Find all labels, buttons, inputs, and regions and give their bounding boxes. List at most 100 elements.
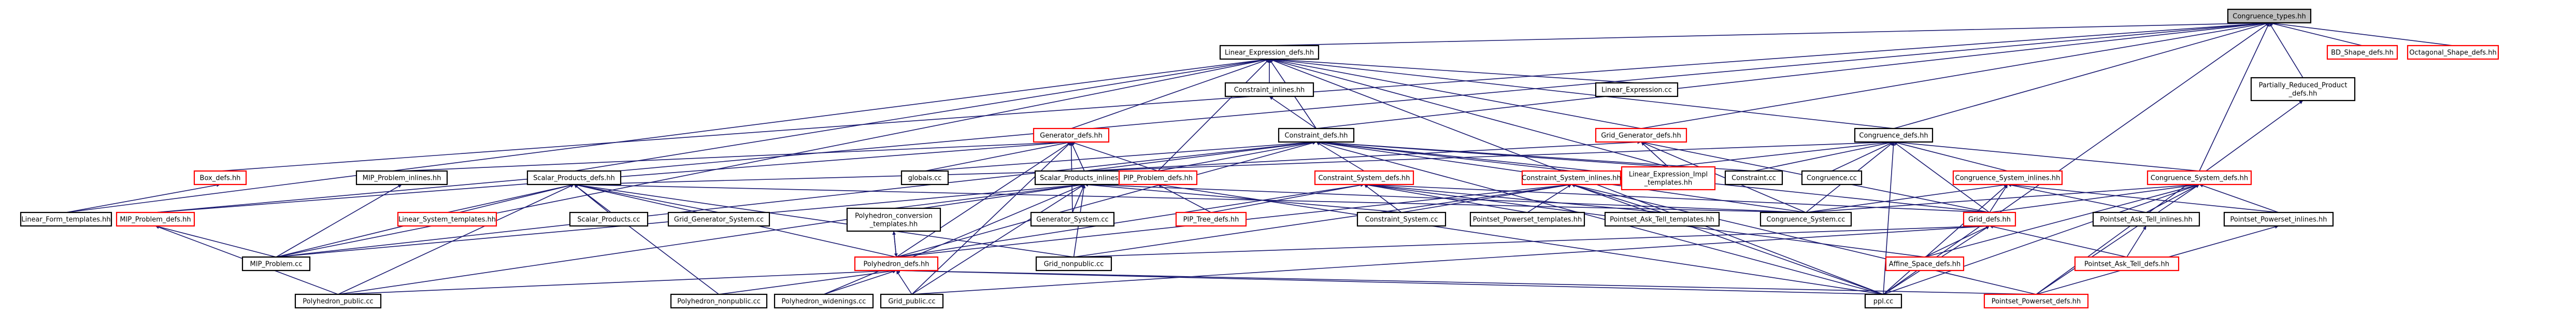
node-congruence-system-defs[interactable]: Congruence_System_defs.hh <box>2146 170 2252 186</box>
node-box <box>526 170 622 186</box>
edge-polyhedron_defs-to-polyhedron_nonpublic_cc <box>719 269 897 295</box>
edge-grid_defs-to-grid_nonpublic_cc <box>1074 224 1990 258</box>
node-box <box>20 211 112 227</box>
node-bd-shape-defs[interactable]: BD_Shape_defs.hh <box>2326 45 2398 60</box>
edge-linear_expression_defs-to-generator_defs <box>1071 59 1270 129</box>
node-scalar-products-defs[interactable]: Scalar_Products_defs.hh <box>526 170 622 186</box>
node-ppl-cc[interactable]: ppl.cc <box>1864 293 1902 309</box>
node-generator-defs[interactable]: Generator_defs.hh <box>1033 127 1110 143</box>
node-partially-reduced-product-defs[interactable]: Partially_Reduced_Product_defs.hh <box>2250 77 2356 102</box>
node-polyhedron-conversion-templates[interactable]: Polyhedron_conversion_templates.hh <box>846 207 941 232</box>
node-linear-system-templates[interactable]: Linear_System_templates.hh <box>397 211 497 227</box>
node-constraint-inlines[interactable]: Constraint_inlines.hh <box>1224 82 1314 97</box>
edge-constraint_system_defs-to-pointset_powerset_templates <box>1364 183 1528 213</box>
node-label: PIP_Problem_defs.hh <box>1123 175 1193 182</box>
node-polyhedron-public-cc[interactable]: Polyhedron_public.cc <box>294 293 382 309</box>
node-mip-problem-cc[interactable]: MIP_Problem.cc <box>241 256 311 272</box>
node-pip-tree-defs[interactable]: PIP_Tree_defs.hh <box>1175 211 1247 227</box>
node-linear-expression-cc[interactable]: Linear_Expression.cc <box>1595 82 1679 97</box>
node-constraint-defs[interactable]: Constraint_defs.hh <box>1278 127 1355 143</box>
node-polyhedron-defs[interactable]: Polyhedron_defs.hh <box>854 256 939 272</box>
node-constraint-system-defs[interactable]: Constraint_System_defs.hh <box>1314 170 1414 186</box>
edge-congruence_defs-to-congruence_system_defs <box>1893 140 2200 172</box>
edge-congruence_types-to-grid_generator_defs <box>1641 21 2270 129</box>
edge-scalar_products_inlines-to-polyhedron_public_cc <box>338 183 1085 295</box>
node-congruence-system-inlines[interactable]: Congruence_System_inlines.hh <box>1952 170 2063 186</box>
edge-congruence_defs-to-scalar_products_inlines <box>1084 140 1894 172</box>
node-congruence-system-cc[interactable]: Congruence_System.cc <box>1759 211 1852 227</box>
edge-mip_problem_inlines-to-mip_problem_cc <box>276 184 402 258</box>
node-constraint-system-cc[interactable]: Constraint_System.cc <box>1356 211 1447 227</box>
node-box <box>1030 211 1115 227</box>
node-label: Grid_public.cc <box>888 298 935 306</box>
node-box <box>2074 256 2180 272</box>
node-label: Generator_defs.hh <box>1040 132 1103 140</box>
node-pointset-ask-tell-defs[interactable]: Pointset_Ask_Tell_defs.hh <box>2074 256 2180 272</box>
node-grid-generator-defs[interactable]: Grid_Generator_defs.hh <box>1595 127 1687 143</box>
edge-congruence_types-to-ppl_cc <box>1883 22 2270 295</box>
edge-mip_problem_defs-to-mip_problem_cc <box>155 225 277 258</box>
node-grid-nonpublic-cc[interactable]: Grid_nonpublic.cc <box>1035 256 1112 272</box>
node-polyhedron-widenings-cc[interactable]: Polyhedron_widenings.cc <box>774 293 874 309</box>
node-pointset-powerset-defs[interactable]: Pointset_Powerset_defs.hh <box>1983 293 2089 309</box>
node-scalar-products-cc[interactable]: Scalar_Products.cc <box>569 211 649 227</box>
edge-generator_defs-to-mip_problem_inlines <box>402 140 1071 172</box>
node-grid-public-cc[interactable]: Grid_public.cc <box>880 293 944 309</box>
node-grid-defs[interactable]: Grid_defs.hh <box>1963 211 2016 227</box>
node-constraint-system-inlines[interactable]: Constraint_System_inlines.hh <box>1521 170 1622 186</box>
node-box <box>1175 211 1247 227</box>
edge-scalar_products_inlines-to-constraint_system_cc <box>1084 183 1402 213</box>
node-box <box>1801 170 1863 186</box>
node-pointset-powerset-inlines[interactable]: Pointset_Powerset_inlines.hh <box>2223 211 2334 227</box>
node-linear-expression-impl-templates[interactable]: Linear_Expression_Impl_templates.hh <box>1621 166 1716 191</box>
edge-box_defs-to-linear_form_templates <box>66 183 221 213</box>
node-box <box>2326 45 2398 60</box>
edge-congruence_system_inlines-to-congruence_system_cc <box>1806 183 2008 213</box>
node-mip-problem-defs[interactable]: MIP_Problem_defs.hh <box>116 211 195 227</box>
edge-constraint_defs-to-mip_problem_cc <box>276 140 1316 258</box>
edge-congruence_system_inlines-to-pointset_powerset_inlines <box>2007 183 2279 213</box>
node-grid-generator-system-cc[interactable]: Grid_Generator_System.cc <box>667 211 770 227</box>
edge-constraint_system_inlines-to-constraint_system_cc <box>1401 183 1572 213</box>
edge-congruence_system_defs-to-grid_defs <box>1989 183 2200 213</box>
node-generator-system-cc[interactable]: Generator_System.cc <box>1030 211 1115 227</box>
node-congruence-cc[interactable]: Congruence.cc <box>1801 170 1863 186</box>
node-congruence-defs[interactable]: Congruence_defs.hh <box>1854 127 1934 143</box>
node-linear-form-templates[interactable]: Linear_Form_templates.hh <box>20 211 112 227</box>
node-label: Polyhedron_defs.hh <box>863 261 929 268</box>
edge-congruence_types-to-congruence_defs <box>1893 22 2270 129</box>
node-pip-problem-defs[interactable]: PIP_Problem_defs.hh <box>1118 170 1198 186</box>
edge-scalar_products_defs-to-polyhedron_nonpublic_cc <box>574 184 719 295</box>
edge-grid_defs-to-affine_space_defs <box>1924 225 1990 258</box>
node-constraint-cc[interactable]: Constraint.cc <box>1724 170 1783 186</box>
node-octagonal-shape-defs[interactable]: Octagonal_Shape_defs.hh <box>2407 45 2499 60</box>
node-affine-space-defs[interactable]: Affine_Space_defs.hh <box>1885 256 1965 272</box>
node-label: Congruence_System_defs.hh <box>2151 175 2248 182</box>
node-linear-expression-defs[interactable]: Linear_Expression_defs.hh <box>1219 45 1320 60</box>
edge-congruence_defs-to-congruence_system_inlines <box>1893 141 2008 172</box>
node-label: Polyhedron_conversion <box>855 212 933 220</box>
node-congruence-types: Congruence_types.hh <box>2227 8 2312 24</box>
node-box <box>1854 127 1934 143</box>
node-mip-problem-inlines[interactable]: MIP_Problem_inlines.hh <box>355 170 448 186</box>
node-globals-cc[interactable]: globals.cc <box>900 170 949 186</box>
node-box <box>846 207 941 232</box>
node-pointset-powerset-templates[interactable]: Pointset_Powerset_templates.hh <box>1469 211 1585 227</box>
edge-constraint_defs-to-globals_cc <box>924 140 1316 172</box>
node-box-defs[interactable]: Box_defs.hh <box>193 170 247 186</box>
node-scalar-products-inlines[interactable]: Scalar_Products_inlines.hh <box>1034 170 1135 186</box>
edge-constraint_system_inlines-to-grid_nonpublic_cc <box>1074 183 1572 258</box>
node-pointset-ask-tell-inlines[interactable]: Pointset_Ask_Tell_inlines.hh <box>2092 211 2200 227</box>
edge-constraint_defs-to-polyhedron_defs <box>896 141 1316 258</box>
node-box <box>1033 127 1110 143</box>
edge-polyhedron_defs-to-ppl_cc <box>896 268 1884 295</box>
edge-polyhedron_defs-to-polyhedron_widenings_cc <box>823 269 897 295</box>
edge-grid_generator_defs-to-scalar_products_inlines <box>1084 140 1641 172</box>
node-pointset-ask-tell-templates[interactable]: Pointset_Ask_Tell_templates.hh <box>1604 211 1720 227</box>
node-box <box>355 170 448 186</box>
node-polyhedron-nonpublic-cc[interactable]: Polyhedron_nonpublic.cc <box>670 293 768 309</box>
node-label: Octagonal_Shape_defs.hh <box>2409 49 2496 57</box>
edge-congruence_types-to-linear_expression_defs <box>1269 21 2270 46</box>
node-box <box>774 293 874 309</box>
